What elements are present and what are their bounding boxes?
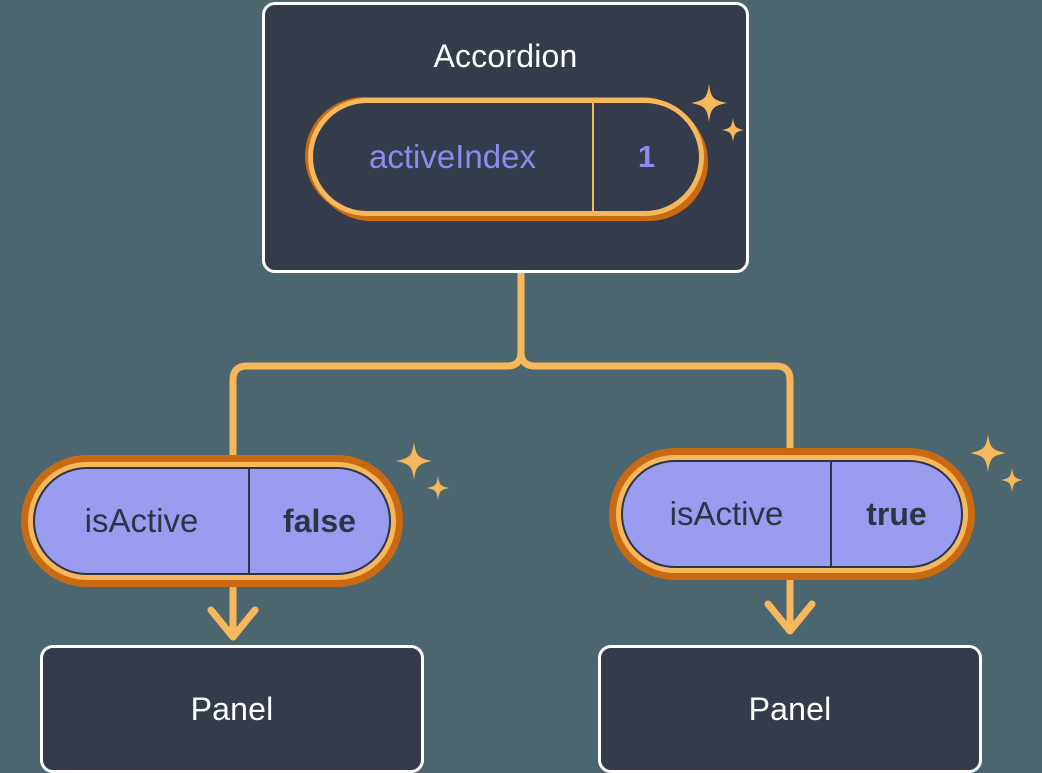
state-value-label: 1: [637, 139, 656, 174]
state-value-label: true: [866, 495, 927, 532]
arrowhead-right: [764, 600, 816, 635]
state-key-label: isActive: [623, 462, 832, 566]
panel-component-node-left[interactable]: Panel: [40, 645, 424, 773]
panel-title: Panel: [190, 690, 274, 727]
state-pill-is-active-true[interactable]: isActive true: [616, 455, 968, 573]
sparkles-icon: [396, 442, 449, 500]
sparkle-large-icon: [396, 442, 432, 480]
state-pill-active-index[interactable]: activeIndex 1: [308, 98, 704, 216]
panel-title: Panel: [748, 690, 832, 727]
panel-component-node-right[interactable]: Panel: [598, 645, 982, 773]
state-key-label: activeIndex: [313, 103, 594, 211]
accordion-title: Accordion: [433, 38, 578, 74]
state-pill-inner: activeIndex 1: [313, 103, 699, 211]
arrowhead-left: [207, 606, 259, 641]
connector-root-split: [229, 269, 525, 472]
state-pill-inner: isActive false: [33, 467, 391, 575]
sparkle-large-icon: [970, 434, 1006, 472]
state-pill-is-active-false[interactable]: isActive false: [28, 462, 396, 580]
state-value-label: false: [283, 502, 356, 539]
sparkles-icon: [970, 434, 1023, 492]
state-pill-inner: isActive true: [621, 460, 963, 568]
state-key-label: isActive: [35, 469, 250, 573]
sparkle-small-icon: [1001, 468, 1023, 492]
connector-root-split-right: [517, 348, 794, 466]
sparkle-small-icon: [427, 476, 449, 500]
